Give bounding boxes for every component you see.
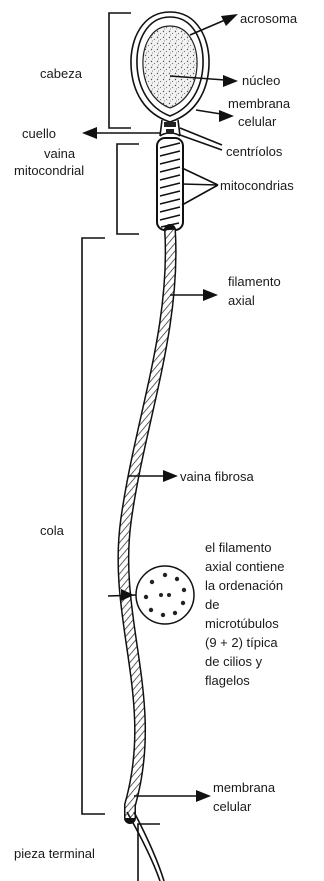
axial-note-line: de bbox=[205, 597, 219, 612]
bracket-cola bbox=[82, 238, 105, 814]
label-centriolos: centríolos bbox=[226, 144, 283, 159]
axial-note-line: la ordenación bbox=[205, 578, 283, 593]
axoneme-cross-section bbox=[136, 566, 194, 624]
axial-note-line: (9 + 2) típica bbox=[205, 635, 278, 650]
label-membrana-bottom-2: celular bbox=[213, 799, 252, 814]
label-acrosoma: acrosoma bbox=[240, 11, 298, 26]
bracket-vaina-mitocondrial bbox=[117, 144, 139, 234]
label-cola: cola bbox=[40, 523, 65, 538]
label-nucleo: núcleo bbox=[242, 73, 280, 88]
label-vaina-mito-1: vaina bbox=[44, 146, 76, 161]
label-vaina-fibrosa: vaina fibrosa bbox=[180, 469, 254, 484]
label-membrana-top-1: membrana bbox=[228, 96, 291, 111]
axial-note-line: el filamento bbox=[205, 540, 271, 555]
axial-note: el filamento axial contiene la ordenació… bbox=[205, 540, 285, 688]
axial-note-line: flagelos bbox=[205, 673, 250, 688]
axial-note-line: de cilios y bbox=[205, 654, 263, 669]
label-filamento-1: filamento bbox=[228, 274, 281, 289]
sperm-tail bbox=[123, 230, 170, 881]
label-membrana-bottom-1: membrana bbox=[213, 780, 276, 795]
label-cabeza: cabeza bbox=[40, 66, 83, 81]
centrioles bbox=[164, 122, 176, 134]
label-cuello: cuello bbox=[22, 126, 56, 141]
mitochondrial-midpiece bbox=[157, 138, 183, 230]
label-mitocondrias: mitocondrias bbox=[220, 178, 294, 193]
label-vaina-mito-2: mitocondrial bbox=[14, 163, 84, 178]
bracket-cabeza bbox=[109, 13, 131, 128]
sperm-head bbox=[131, 12, 209, 136]
label-pieza-terminal: pieza terminal bbox=[14, 846, 95, 861]
axial-note-line: microtúbulos bbox=[205, 616, 279, 631]
label-membrana-top-2: celular bbox=[238, 114, 277, 129]
nucleus-shape bbox=[143, 26, 197, 108]
axial-note-line: axial contiene bbox=[205, 559, 285, 574]
label-filamento-2: axial bbox=[228, 293, 255, 308]
